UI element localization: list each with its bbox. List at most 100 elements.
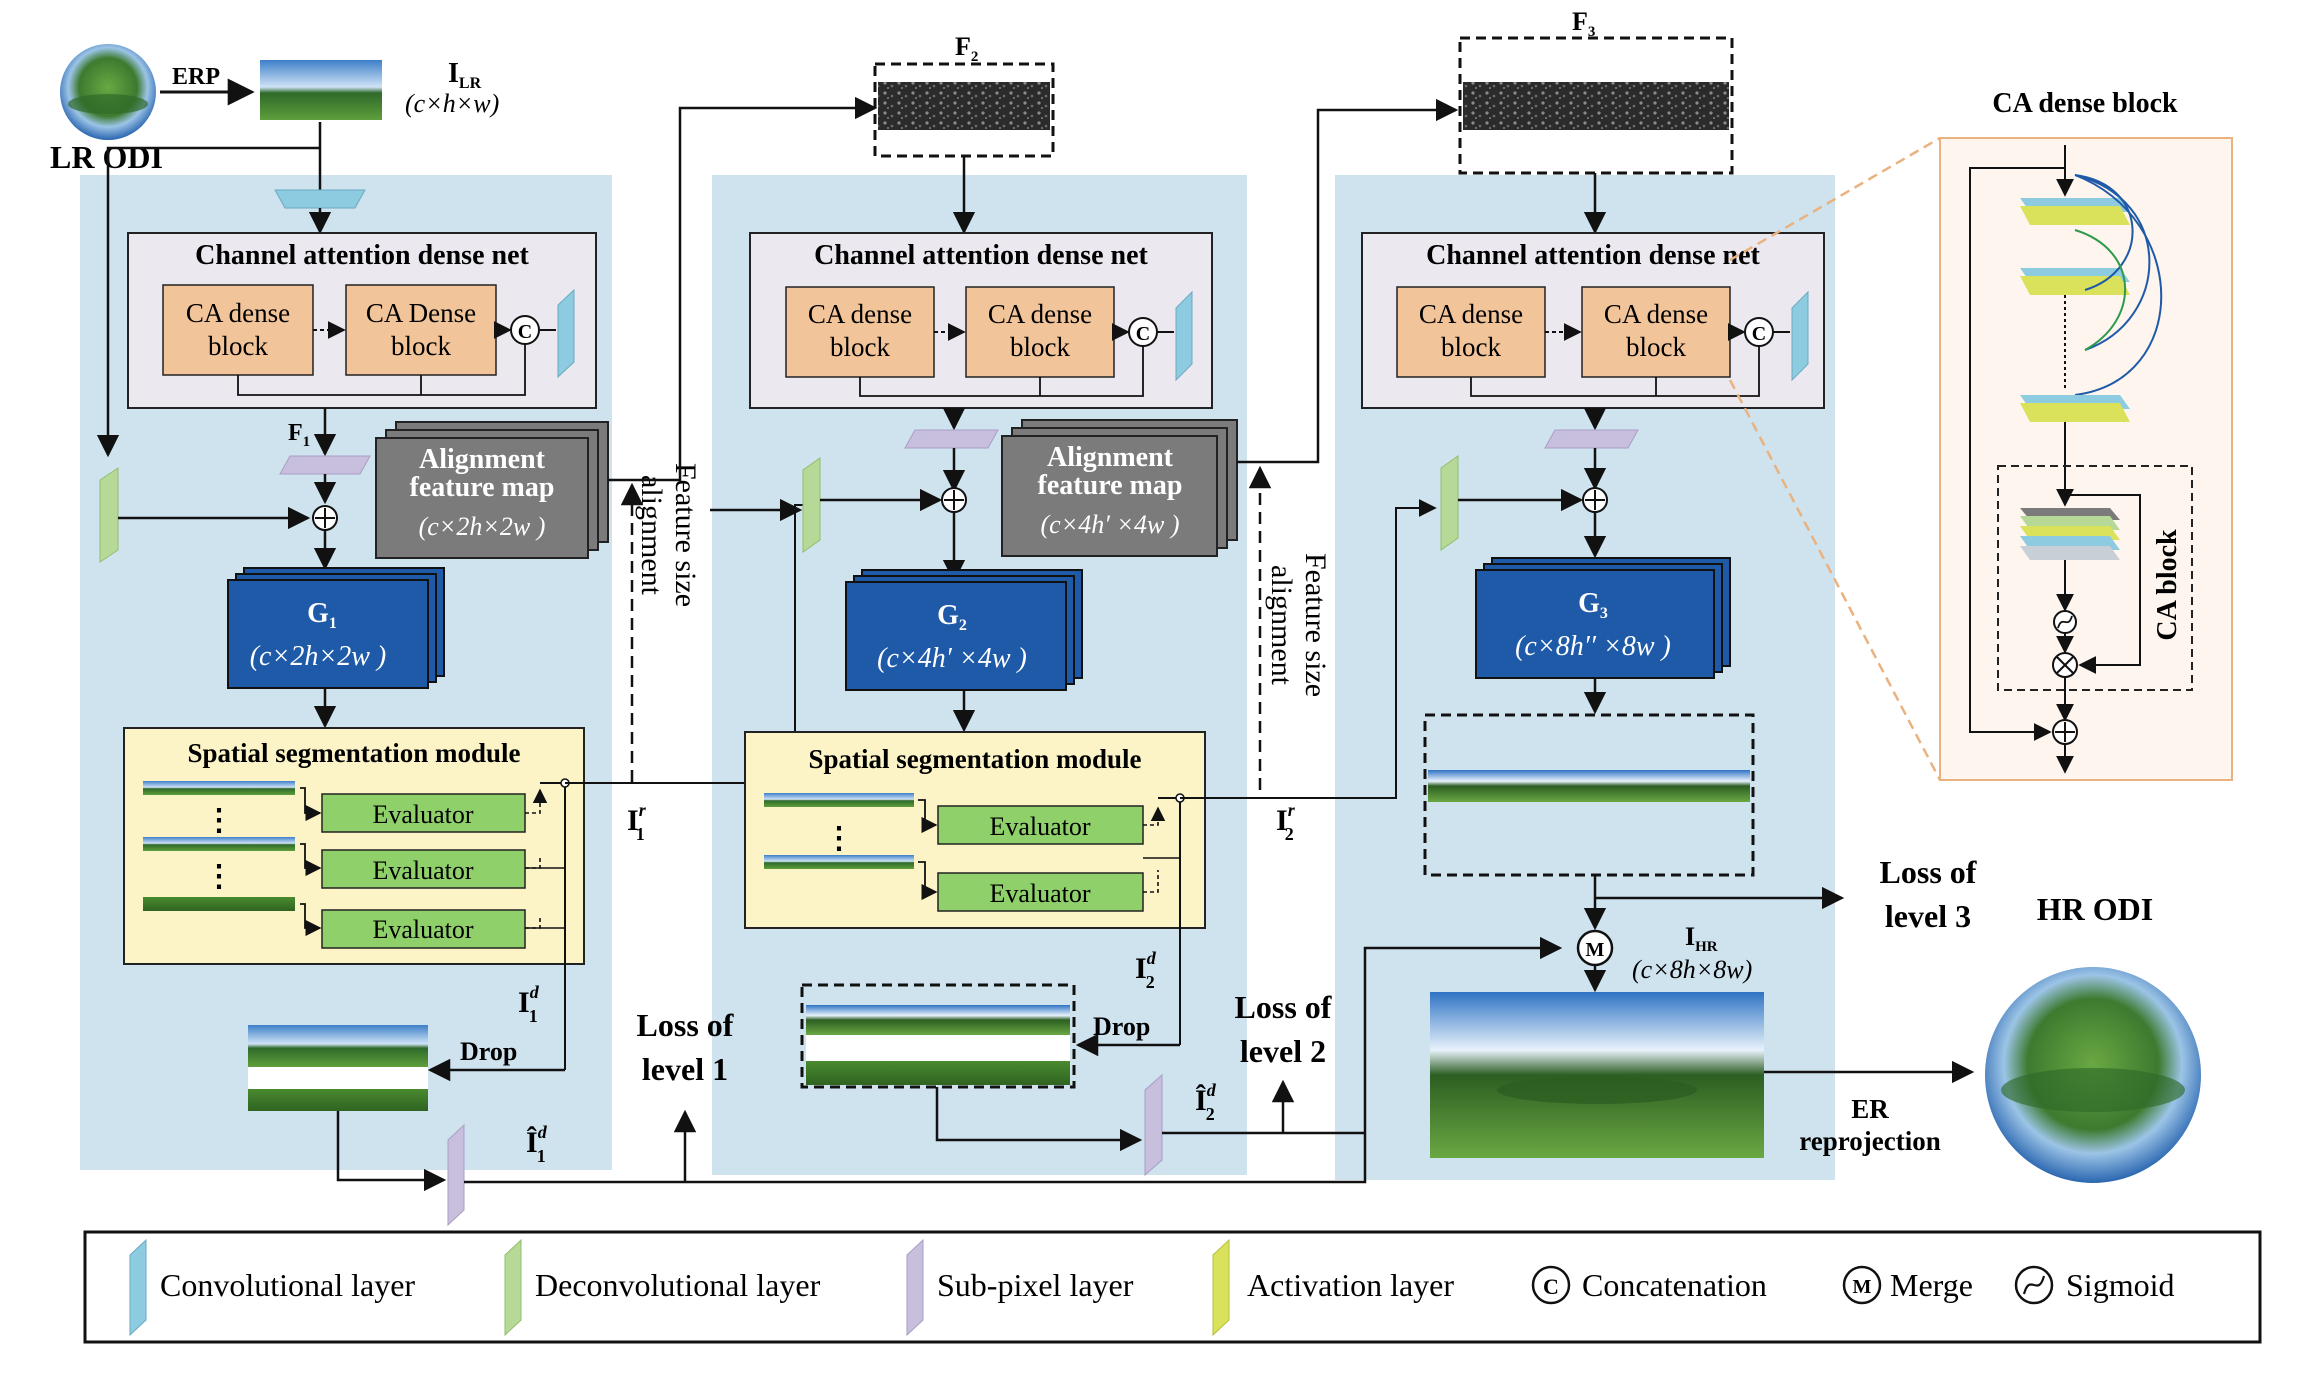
f2-feature-map [878,82,1050,130]
loss-level3-label: Loss of [1880,854,1977,890]
legend-conv: Convolutional layer [129,1238,415,1337]
ca-panel-diagram [1969,145,2193,774]
evaluator-l2-2 [937,872,1144,912]
svg-text:Sub-pixel layer: Sub-pixel layer [937,1267,1134,1303]
f2-label: F2 [955,32,978,65]
g2-feature-block: G2 (c×4h′ ×4w ) [845,569,1083,691]
svg-text:G1: G1 [307,598,337,632]
legend-subpixel: Sub-pixel layer [906,1238,1134,1337]
activation-layer-icon [1212,1238,1230,1337]
subpixel-layer-l3 [1544,429,1639,449]
fsa-label-l2-line2: alignment [1265,565,1298,686]
svg-text:Channel attention dense net: Channel attention dense net [1426,240,1760,271]
svg-text:Merge: Merge [1890,1267,1973,1303]
legend-deconv: Deconvolutional layer [504,1238,821,1337]
loss-level1-label: Loss of [637,1007,734,1043]
svg-text:(c×2h×2w ): (c×2h×2w ) [250,641,387,672]
legend-activation: Activation layer [1212,1238,1454,1337]
conv-layer-l2-net [1175,290,1193,382]
svg-text:Channel attention dense net: Channel attention dense net [195,240,529,271]
svg-text:G3: G3 [1578,588,1608,622]
merge-icon [1842,1265,1882,1305]
svg-text:(c×4h′ ×4w ): (c×4h′ ×4w ) [877,643,1027,674]
svg-text:Evaluator: Evaluator [989,879,1090,908]
svg-text:(c×8h′′ ×8w ): (c×8h′′ ×8w ) [1515,631,1671,662]
svg-text:Convolutional layer: Convolutional layer [160,1267,415,1303]
ca-block-label: CA block [2152,529,2183,641]
svg-text:CA dense: CA dense [988,299,1092,329]
alignment-feature-map-l2: Alignment feature map (c×4h′ ×4w ) [1001,419,1238,557]
conv-layer-l1-net [557,288,575,379]
hr-erp-image [1430,992,1764,1158]
conv-layer-l3-net [1791,290,1809,382]
f1-label: F1 [288,420,310,450]
svg-text:(c×4h′ ×4w ): (c×4h′ ×4w ) [1041,510,1180,539]
svg-text:block: block [830,332,890,362]
evaluator-l1-3 [321,909,526,949]
ca-dense-net-l3: Channel attention dense net CA dense blo… [1361,232,1825,409]
spatial-segmentation-module-l1: Spatial segmentation module ⋮ ⋮ Evaluato… [123,727,585,1070]
ssm-strip-l2-2 [764,855,914,869]
svg-text:C: C [518,321,532,343]
svg-text:Evaluator: Evaluator [372,856,473,885]
ihr-dims: (c×8h×8w) [1632,955,1752,984]
ca-dense-block-l3-b [1581,286,1731,378]
svg-text:CA dense: CA dense [1419,299,1523,329]
dropped-image-l1 [248,1025,428,1111]
subpixel-layer-l2-a [904,429,999,449]
svg-text:Evaluator: Evaluator [372,800,473,829]
concatenation-icon [1531,1265,1571,1305]
svg-text:G2: G2 [937,600,967,634]
evaluator-l1-1 [321,793,526,833]
svg-text:M: M [1586,939,1605,961]
er-reprojection-line2: reprojection [1799,1126,1940,1156]
ilr-dims: (c×h×w) [405,89,499,118]
svg-text:C: C [1136,323,1150,345]
svg-text:⋮: ⋮ [824,822,854,855]
dropped-image-l2 [800,983,1076,1089]
deconv-layer-icon [504,1238,522,1337]
legend-concatenation: C Concatenation [1531,1265,1767,1305]
ca-dense-block-l2-b [965,286,1115,378]
svg-text:CA dense: CA dense [1604,299,1708,329]
svg-text:⋮: ⋮ [204,804,234,837]
deconv-layer-l2 [802,457,821,553]
ilr-label: ILR [448,58,482,92]
legend-merge: M Merge [1842,1265,1973,1305]
subpixel-layer-icon [906,1238,924,1337]
svg-text:feature map: feature map [410,472,555,503]
ihr-label: IHR [1685,922,1718,955]
svg-text:feature map: feature map [1038,470,1183,501]
subpixel-layer-l1-b [447,1123,465,1227]
svg-text:C: C [1752,323,1766,345]
f3-label: F3 [1572,7,1595,40]
svg-text:⋮: ⋮ [204,860,234,893]
svg-text:CA Dense: CA Dense [366,298,476,328]
ca-dense-block-l3-a [1396,286,1546,378]
svg-text:Spatial segmentation module: Spatial segmentation module [187,738,520,768]
svg-text:(c×2h×2w ): (c×2h×2w ) [419,512,546,541]
svg-text:block: block [1441,332,1501,362]
svg-text:Alignment: Alignment [1047,442,1174,473]
hr-odi-label: HR ODI [2037,891,2153,927]
ca-panel-title: CA dense block [1992,88,2178,119]
svg-text:CA dense: CA dense [808,299,912,329]
loss-level2-label: Loss of [1235,989,1332,1025]
conv-layer-l1-top [274,189,366,209]
svg-text:block: block [1626,332,1686,362]
loss-level1-line2: level 1 [642,1051,728,1087]
legend-box [83,1230,2262,1344]
svg-text:Activation layer: Activation layer [1247,1267,1454,1303]
ssm-strip-l2-1 [764,793,914,807]
fsa-label-l2: Feature size [1299,553,1332,697]
svg-text:CA dense: CA dense [186,298,290,328]
erp-label: ERP [172,64,220,90]
loss-level2-line2: level 2 [1240,1033,1326,1069]
conv-layer-icon [129,1238,147,1337]
ca-dense-net-l1: Channel attention dense net CA dense blo… [127,232,597,409]
